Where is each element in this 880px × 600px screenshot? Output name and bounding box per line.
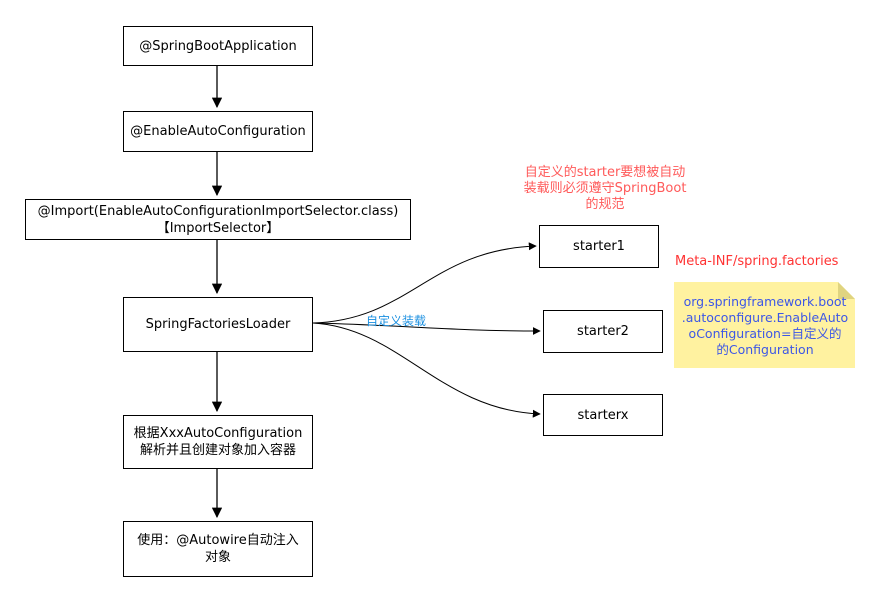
node-starter2: starter2 [543,310,663,353]
node-starterx-label: starterx [577,407,629,423]
edge-label-custom-load: 自定义装载 [366,314,427,328]
curve-to-starterx [312,322,541,418]
sticky-note-line3: oConfiguration=自定义的 [688,326,842,341]
node-starter2-label: starter2 [577,324,629,339]
node-import-selector: @Import(EnableAutoConfigurationImportSel… [25,199,411,240]
starter-rule-annotation: 自定义的starter要想被自动 装载则必须遵守SpringBoot 的规范 [500,165,710,213]
curve-to-starter2 [312,322,541,335]
node-enable-auto-configuration: @EnableAutoConfiguration [123,111,313,152]
node-spring-factories-loader: SpringFactoriesLoader [123,297,313,352]
starter-rule-annotation-line2: 装载则必须遵守SpringBoot [523,181,687,196]
node-create-objects-line2: 解析并且创建对象加入容器 [139,443,296,458]
sticky-note-line1: org.springframework.boot [683,294,847,309]
node-starter1: starter1 [539,225,659,268]
node-spring-boot-application-label: @SpringBootApplication [139,38,297,54]
node-create-objects-line1: 根据XxxAutoConfiguration [133,426,303,441]
node-autowire-inject: 使用：@Autowire自动注入 对象 [123,521,313,577]
sticky-note-line4: 的Configuration [716,342,814,357]
node-autowire-inject-line1: 使用：@Autowire自动注入 [137,533,299,548]
node-import-selector-line1: @Import(EnableAutoConfigurationImportSel… [37,203,399,219]
starter-rule-annotation-line1: 自定义的starter要想被自动 [524,165,686,180]
node-create-objects: 根据XxxAutoConfiguration 解析并且创建对象加入容器 [123,415,313,469]
curve-to-starter1 [312,242,537,324]
starter-rule-annotation-line3: 的规范 [585,197,625,212]
sticky-note-fold [838,282,855,299]
node-enable-auto-configuration-label: @EnableAutoConfiguration [130,124,306,139]
node-spring-boot-application: @SpringBootApplication [123,26,313,66]
sticky-note-line2: .autoconfigure.EnableAuto [681,310,849,325]
sticky-note-text: org.springframework.boot .autoconfigure.… [676,294,854,358]
meta-inf-label: Meta-INF/spring.factories [675,254,839,269]
sticky-note-shape [674,282,855,368]
node-import-selector-line2: 【ImportSelector】 [156,220,280,236]
node-starterx: starterx [543,394,663,436]
node-autowire-inject-line2: 对象 [204,550,231,565]
node-starter1-label: starter1 [573,239,625,254]
node-spring-factories-loader-label: SpringFactoriesLoader [145,317,291,332]
